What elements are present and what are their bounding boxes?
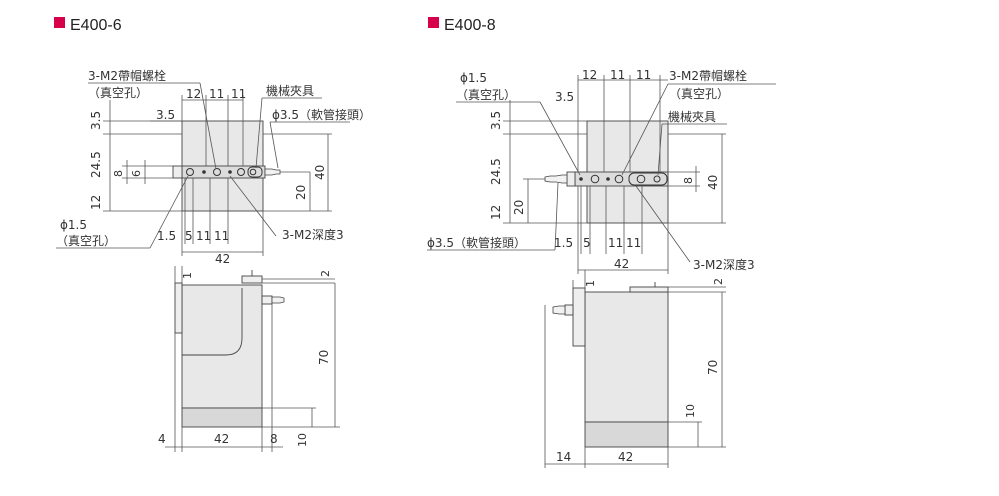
dim-3-5-h-left: 3.5 — [156, 108, 175, 122]
dim-10-side-right: 10 — [684, 404, 697, 418]
vac-label-left-1: ϕ1.5 — [60, 218, 87, 232]
tap-hole-1-left — [202, 170, 206, 174]
hose-label-right: ϕ3.5（軟管接頭） — [427, 235, 526, 250]
bolt-hole-1-left — [213, 168, 221, 176]
side-view-base-right — [584, 421, 669, 448]
vac-label-right-2: （真空孔） — [456, 88, 516, 102]
dim-1-5-left: 1.5 — [157, 229, 176, 243]
bolt-hole-2-left — [237, 168, 245, 176]
dim-70-side-left: 70 — [317, 350, 331, 365]
hose-fitting-right — [544, 174, 568, 184]
tap-hole-2-left — [228, 170, 232, 174]
dim-8-side-left: 8 — [270, 432, 278, 446]
dim-3-5-top-right: 3.5 — [555, 90, 574, 104]
mech-clamp-label-right: 機械夾具 — [668, 109, 716, 124]
dim-1-side-right: 1 — [584, 280, 597, 287]
dim-11b-top-right: 11 — [636, 68, 651, 82]
dim-11a-top-right: 11 — [610, 68, 625, 82]
clamp-slot-left — [247, 166, 263, 178]
dim-3-5-v-left: 3.5 — [89, 111, 103, 130]
title-right: E400-8 — [444, 17, 496, 34]
side-view-base-left — [181, 407, 263, 428]
side-fitting-base-left — [261, 295, 273, 305]
vac-label-left-2: （真空孔） — [56, 234, 116, 248]
dim-42-side-left: 42 — [214, 432, 229, 446]
dim-12-v-right: 12 — [489, 205, 503, 220]
bolt-hole-2-right — [614, 174, 624, 184]
dim-11b-bot-right: 11 — [626, 236, 641, 250]
bolt-callout-left-2: （真空孔） — [88, 86, 148, 100]
tap-label-right: 3-M2深度3 — [693, 257, 755, 272]
dim-42-side-right: 42 — [618, 450, 633, 464]
side-fitting-right — [552, 305, 566, 315]
dim-12-v-left: 12 — [89, 195, 103, 210]
dim-6-left: 6 — [130, 170, 143, 177]
tap-label-left: 3-M2深度3 — [282, 227, 344, 242]
bolt-callout-right-2: （真空孔） — [669, 87, 729, 101]
dim-11a-bot-left: 11 — [196, 229, 211, 243]
bolt-callout-left-1: 3-M2帶帽螺栓 — [88, 68, 166, 83]
dim-1-5-right: 1.5 — [554, 236, 573, 250]
bolt-hole-3-left — [249, 168, 257, 176]
dim-8-left: 8 — [112, 170, 125, 177]
dim-11a-top-left: 11 — [209, 87, 224, 101]
bolt-hole-1-right — [590, 174, 600, 184]
dim-10-side-left: 10 — [296, 433, 309, 447]
dim-20-left: 20 — [294, 185, 308, 200]
side-view-body-right — [584, 291, 669, 423]
side-fitting-base-right — [564, 304, 574, 316]
side-view-body-left — [181, 284, 263, 409]
internal-channel-left — [182, 288, 243, 356]
title-marker-left — [54, 17, 65, 28]
dim-12-top-right: 12 — [582, 68, 597, 82]
mech-clamp-label-left: 機械夾具 — [266, 83, 314, 98]
rail-end-right — [566, 171, 576, 187]
dim-2-side-left: 2 — [319, 270, 332, 277]
dim-11b-top-left: 11 — [231, 87, 246, 101]
hose-label-left: ϕ3.5（軟管接頭） — [272, 107, 371, 122]
dim-20-right: 20 — [512, 200, 526, 215]
dim-42-top-left: 42 — [215, 252, 230, 266]
dim-5-right: 5 — [583, 236, 591, 250]
vac-hole-left — [186, 168, 194, 176]
dim-3-5-v-right: 3.5 — [489, 111, 503, 130]
dim-12-top-left: 12 — [186, 87, 201, 101]
dim-70-side-right: 70 — [706, 360, 720, 375]
dim-1-side-left: 1 — [181, 272, 194, 279]
vac-hole-right — [579, 177, 583, 181]
rail-end-left — [172, 165, 183, 179]
title-marker-right — [428, 17, 439, 28]
dim-40-left: 40 — [313, 165, 327, 180]
dim-11a-bot-right: 11 — [608, 236, 623, 250]
clamp-hole-right — [653, 175, 661, 183]
side-clamp-right — [629, 286, 669, 293]
vac-label-right-1: ϕ1.5 — [460, 71, 487, 85]
dim-11b-bot-left: 11 — [214, 229, 229, 243]
dim-24-5-right: 24.5 — [489, 158, 503, 185]
hose-fitting-left — [264, 168, 281, 176]
title-left: E400-6 — [70, 17, 122, 34]
bolt-hole-3-right — [636, 174, 646, 184]
dim-40-right: 40 — [706, 175, 720, 190]
side-fitting-left — [271, 296, 285, 304]
side-clamp-left — [241, 275, 263, 284]
dim-24-5-left: 24.5 — [89, 151, 103, 178]
dim-14-side-right: 14 — [556, 450, 571, 464]
side-view-flange-right — [572, 287, 586, 347]
dim-42-top-right: 42 — [614, 257, 629, 271]
dim-4-side-left: 4 — [158, 432, 166, 446]
vacuum-rail-left — [181, 165, 266, 179]
clamp-slot-right — [628, 172, 668, 186]
dim-5-left: 5 — [185, 229, 193, 243]
bolt-callout-right-1: 3-M2帶帽螺栓 — [669, 68, 747, 83]
side-view-flange-left — [174, 282, 183, 334]
dim-8-right: 8 — [682, 177, 695, 184]
dim-2-side-right: 2 — [712, 278, 725, 285]
tap-hole-1-right — [606, 177, 610, 181]
